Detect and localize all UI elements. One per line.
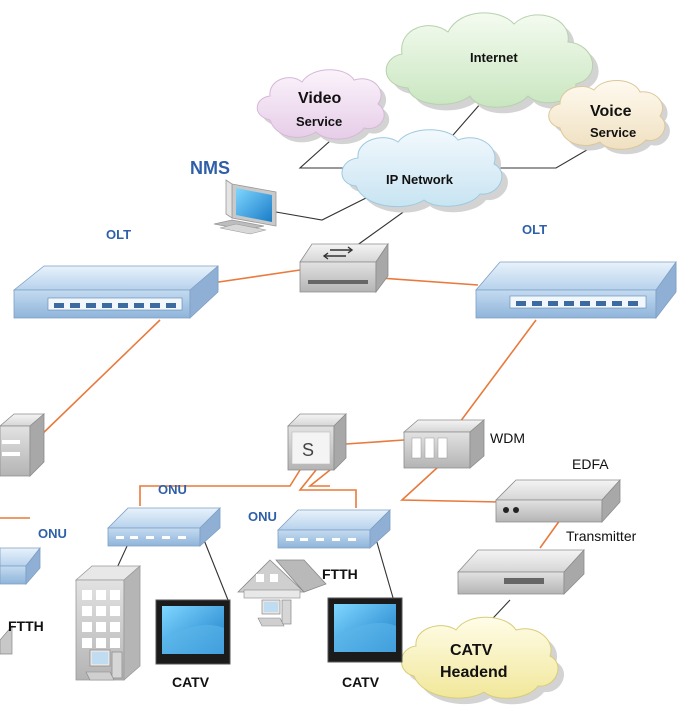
catv-label-1: CATV [172, 674, 210, 690]
ftth-label-2: FTTH [322, 566, 358, 582]
voice-service-label: Service [590, 125, 637, 140]
tv-icon-2 [327, 597, 403, 663]
catv-headend-label-1: CATV [450, 642, 493, 659]
tv-icon-1 [155, 599, 231, 665]
fiber-splitter-to-wdm [345, 439, 405, 445]
fiber-olt-right-to-wdm [459, 319, 537, 423]
onu-3-label: ONU [38, 526, 67, 541]
voice-label: Voice [590, 103, 632, 120]
fiber-edfa-to-transmitter [539, 519, 561, 549]
internet-label: Internet [470, 50, 518, 65]
link-nms-to-ipnet [275, 194, 373, 221]
onu-1-device[interactable] [107, 507, 221, 547]
fiber-olt-left-to-switch [211, 269, 301, 284]
nms-label: NMS [190, 158, 230, 178]
transmitter-device[interactable] [457, 548, 585, 595]
house-icon-left [0, 625, 13, 655]
core-switch-device[interactable] [299, 242, 389, 294]
olt-right-device[interactable] [475, 260, 677, 320]
wdm-label: WDM [490, 430, 525, 446]
fiber-splitter-to-onu2b [307, 469, 331, 487]
catv-headend-cloud [401, 616, 565, 705]
fiber-switch-to-olt-right [379, 277, 479, 286]
optical-splitter-device[interactable] [287, 413, 347, 471]
voice-service-cloud [548, 80, 670, 155]
edfa-device[interactable] [495, 478, 621, 524]
catv-headend-label-2: Headend [440, 664, 508, 681]
catv-label-2: CATV [342, 674, 380, 690]
onu-3-device[interactable] [0, 546, 41, 586]
splitter-letter: S [302, 440, 315, 460]
transmitter-label: Transmitter [566, 528, 637, 544]
ip-network-cloud [341, 129, 508, 213]
wdm-device[interactable] [402, 419, 486, 469]
house-icon [237, 559, 327, 599]
olt-right-label: OLT [522, 222, 548, 237]
nms-computer-icon[interactable] [213, 179, 277, 235]
link-video-to-ipnet [298, 131, 360, 169]
edfa-label: EDFA [572, 456, 609, 472]
ftth-label-1: FTTH [8, 618, 44, 634]
video-service-label: Service [296, 114, 343, 129]
internet-cloud [385, 12, 599, 114]
pc-icon-house [257, 599, 292, 627]
office-building-icon [74, 565, 142, 681]
ip-network-label: IP Network [386, 172, 453, 187]
olt-left-device[interactable] [12, 265, 219, 319]
video-label: Video [298, 90, 342, 107]
link-onu1-to-catv [199, 529, 231, 606]
onu-2-label: ONU [248, 509, 277, 524]
fiber-wdm-to-edfa [399, 466, 501, 503]
onu-2-device[interactable] [277, 509, 391, 549]
fiber-links [0, 269, 561, 549]
onu-1-label: ONU [158, 482, 187, 497]
pc-icon-building [85, 649, 123, 681]
fiber-splitter-to-onu2 [298, 469, 357, 508]
olt-left-label: OLT [106, 227, 132, 242]
video-service-cloud [256, 69, 390, 145]
fiber-olt-left-to-splitter [35, 319, 161, 441]
left-splitter-device[interactable] [0, 413, 46, 477]
fiber-splitter-to-onu1 [139, 469, 301, 506]
